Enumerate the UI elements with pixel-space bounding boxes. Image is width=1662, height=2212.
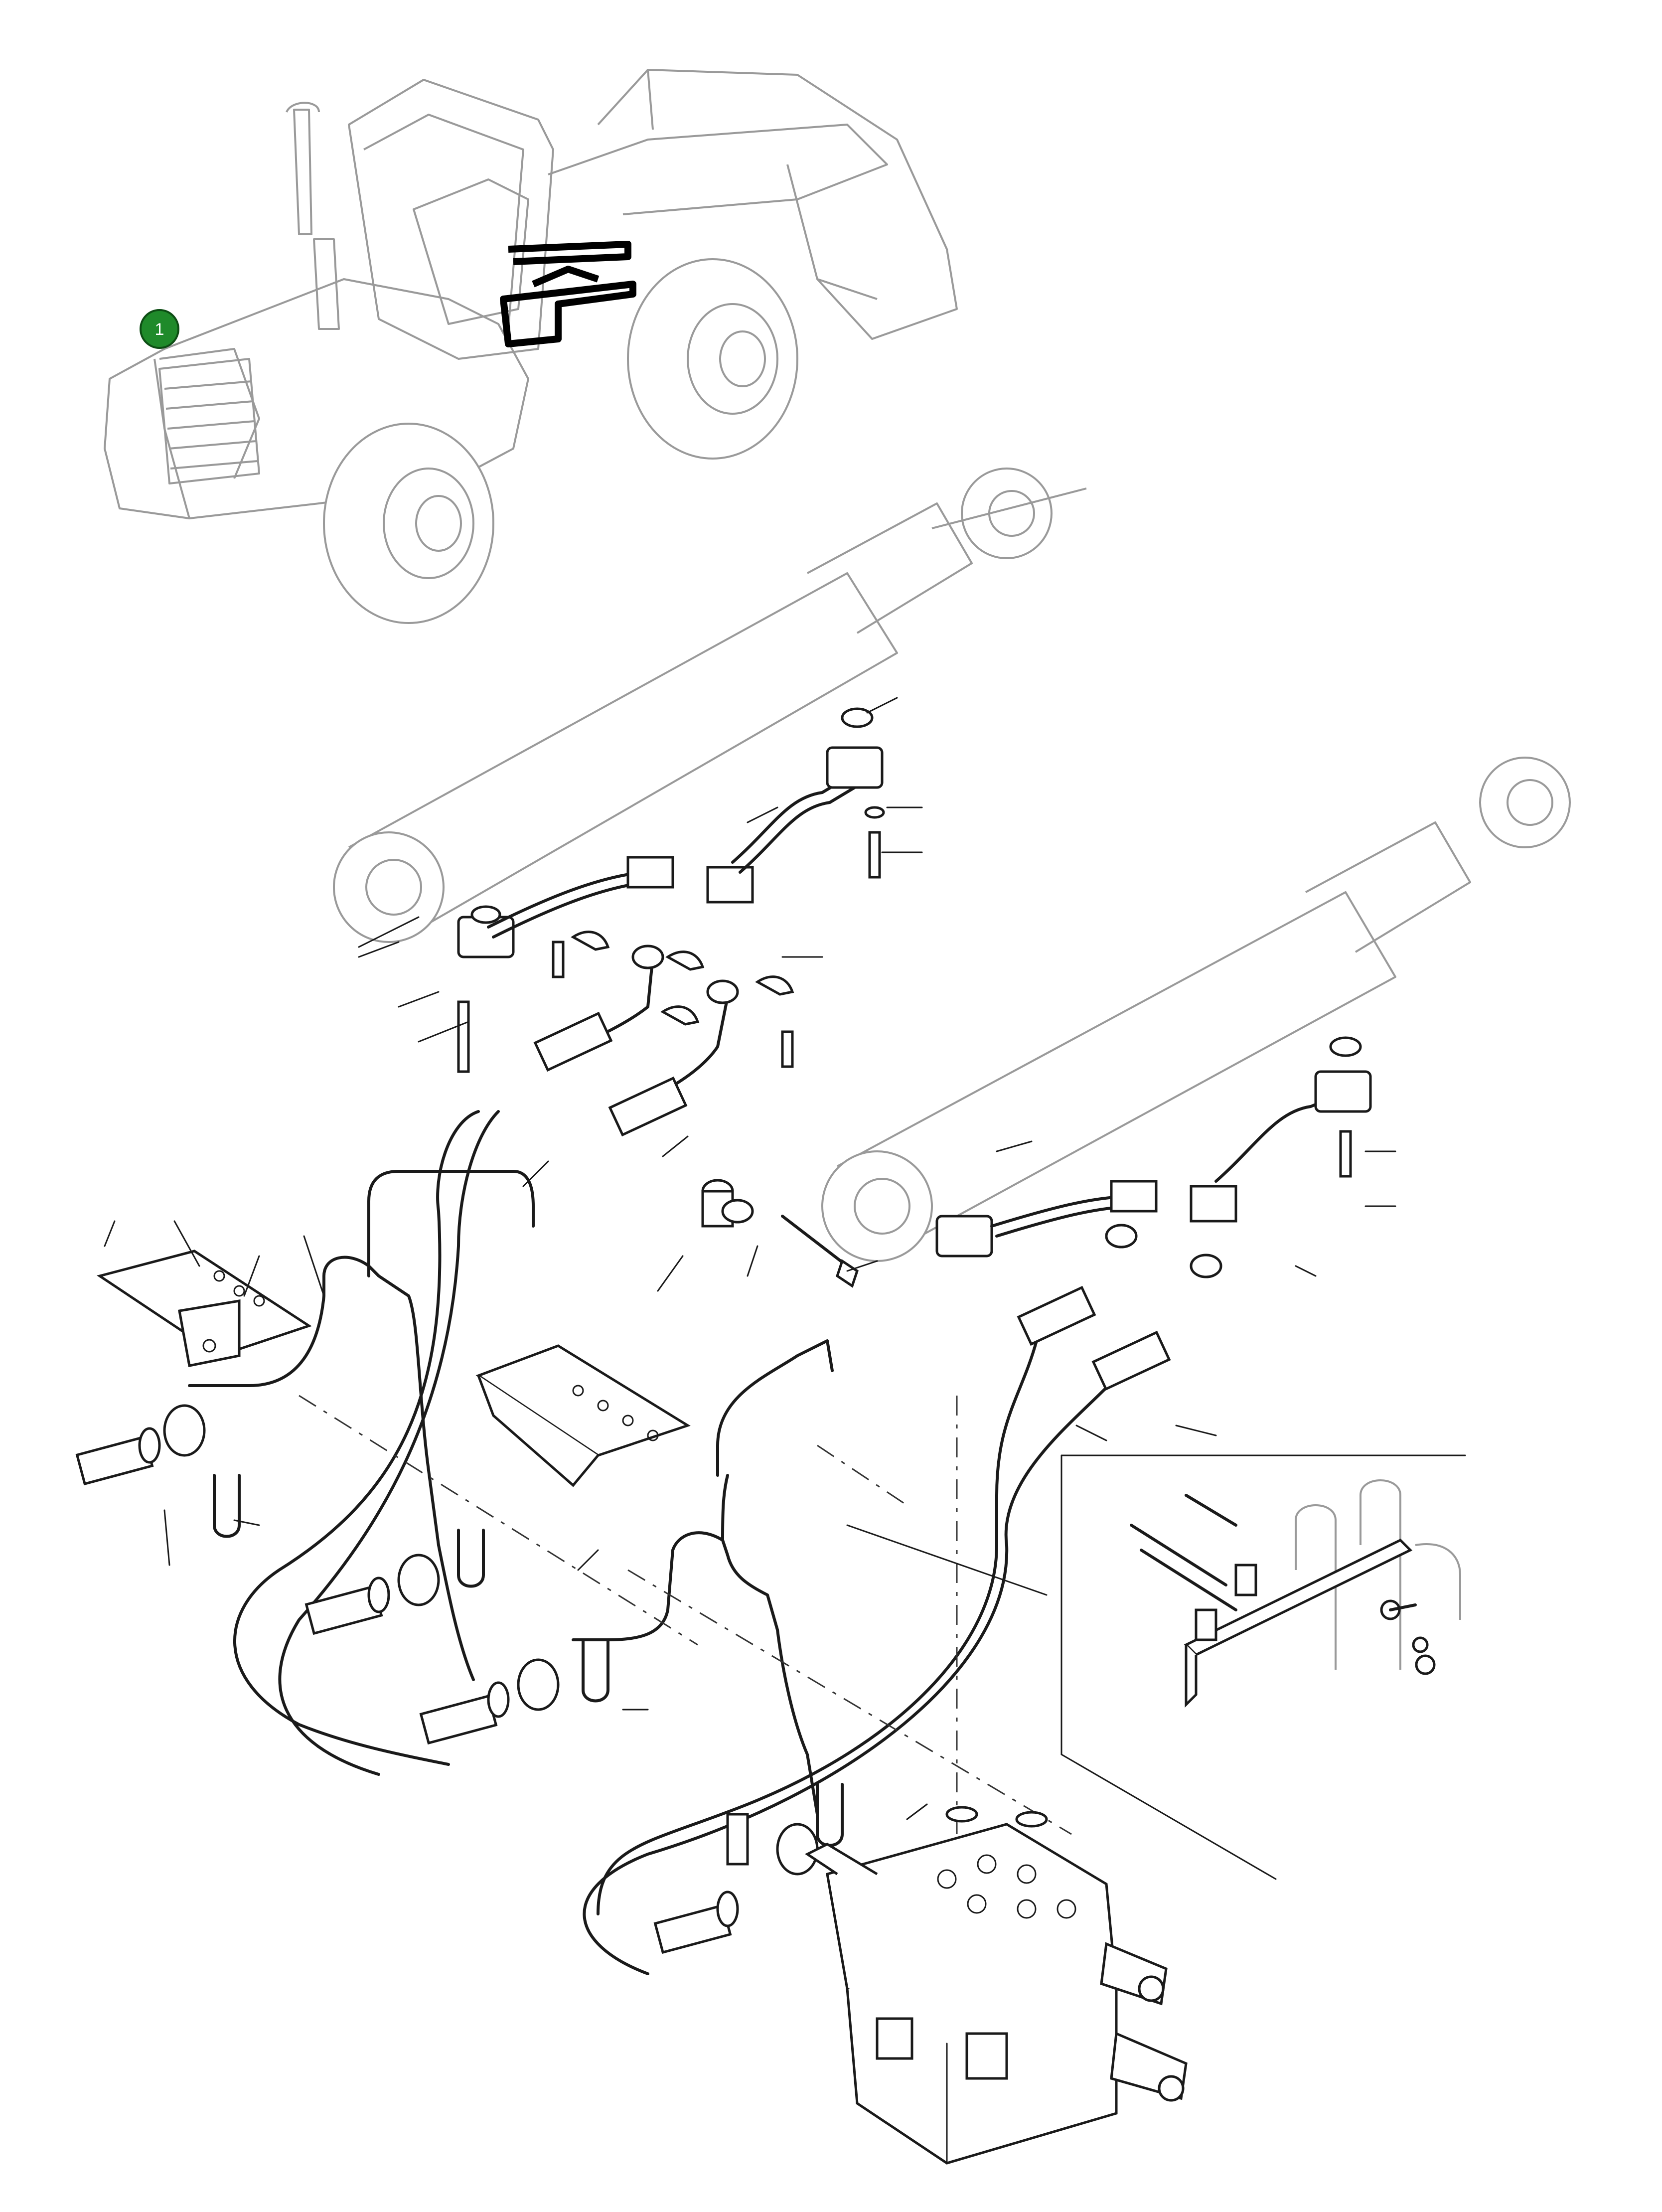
wheel-loader-illustration xyxy=(104,69,958,624)
detail-inset xyxy=(1060,1454,1466,1880)
bracket-left xyxy=(96,1250,312,1367)
long-hoses xyxy=(233,1110,1123,1975)
bracket-middle xyxy=(475,1344,691,1487)
callout-number: 1 xyxy=(155,320,164,339)
center-lines xyxy=(299,1395,1072,1835)
tube-routes xyxy=(188,1170,834,1816)
callout-badge: 1 xyxy=(140,309,179,349)
hydraulic-cylinder xyxy=(333,468,1087,943)
upper-tube-assembly xyxy=(457,707,885,958)
spacer-bolt xyxy=(701,1179,859,1288)
hydraulic-cylinder-lower xyxy=(821,757,1571,1262)
lower-right-tube-assembly xyxy=(935,1036,1372,1391)
control-valve xyxy=(805,1806,1188,2165)
leader-lines xyxy=(104,697,1396,1820)
u-bolt xyxy=(213,1474,844,1847)
hose-assembly-upper xyxy=(457,931,794,1137)
hose-end-fittings xyxy=(75,1404,819,1954)
